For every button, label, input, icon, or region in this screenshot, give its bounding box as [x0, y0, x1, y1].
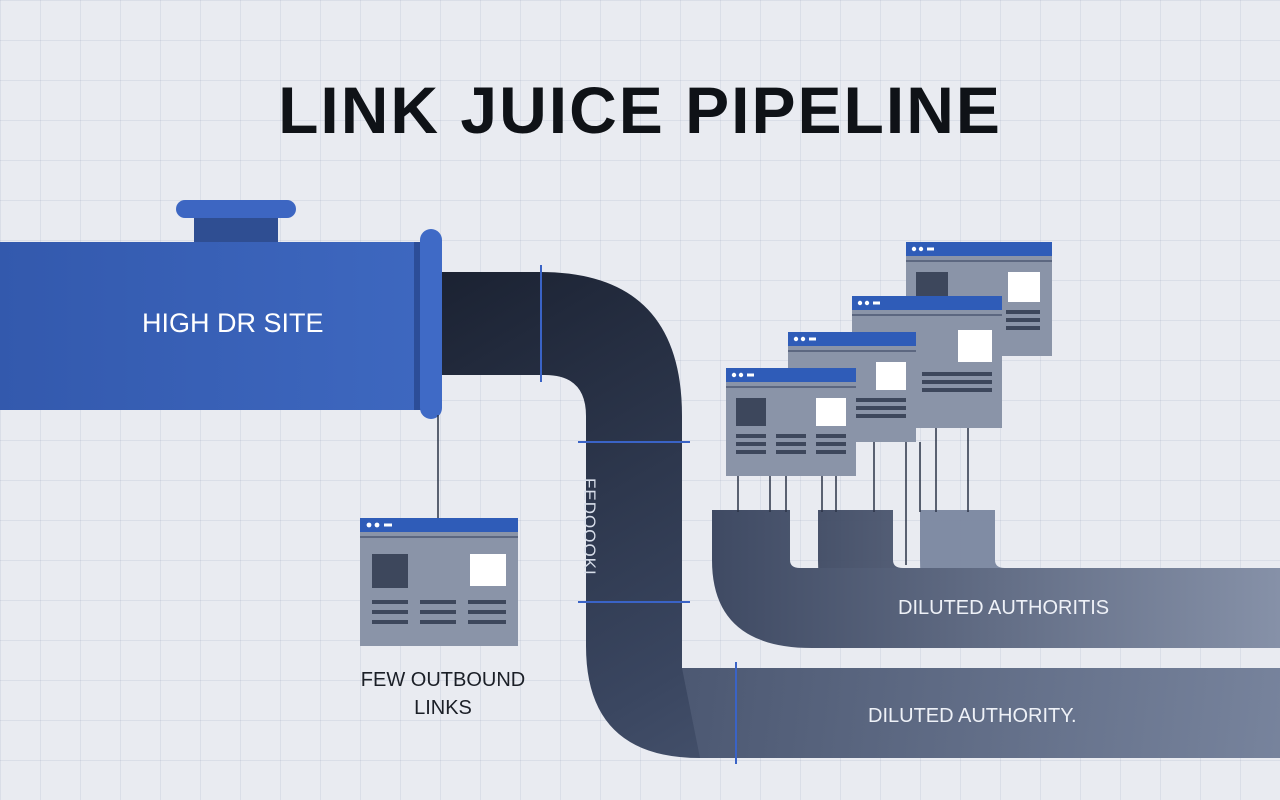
connector-lines	[437, 415, 969, 565]
page-card	[726, 368, 856, 476]
diagram-title: LINK JUICE PIPELINE	[278, 73, 1002, 147]
source-pipe	[0, 200, 442, 419]
source-label: HIGH DR SITE	[142, 308, 324, 338]
branch-pipe-1	[712, 510, 1280, 648]
pipe-joints	[540, 265, 737, 764]
pipe-vertical-label: FEDOOOKI	[580, 478, 599, 576]
branch-pipes	[712, 510, 1280, 648]
outlet-pipe	[682, 668, 1280, 758]
main-pipe	[440, 272, 1280, 758]
diluted-authorities-label: DILUTED AUTHORITIS	[898, 597, 1110, 619]
few-links-label: FEW OUTBOUND LINKS	[360, 669, 526, 719]
page-card	[360, 518, 518, 646]
diluted-authority-label: DILUTED AUTHORITY.	[868, 705, 1077, 727]
